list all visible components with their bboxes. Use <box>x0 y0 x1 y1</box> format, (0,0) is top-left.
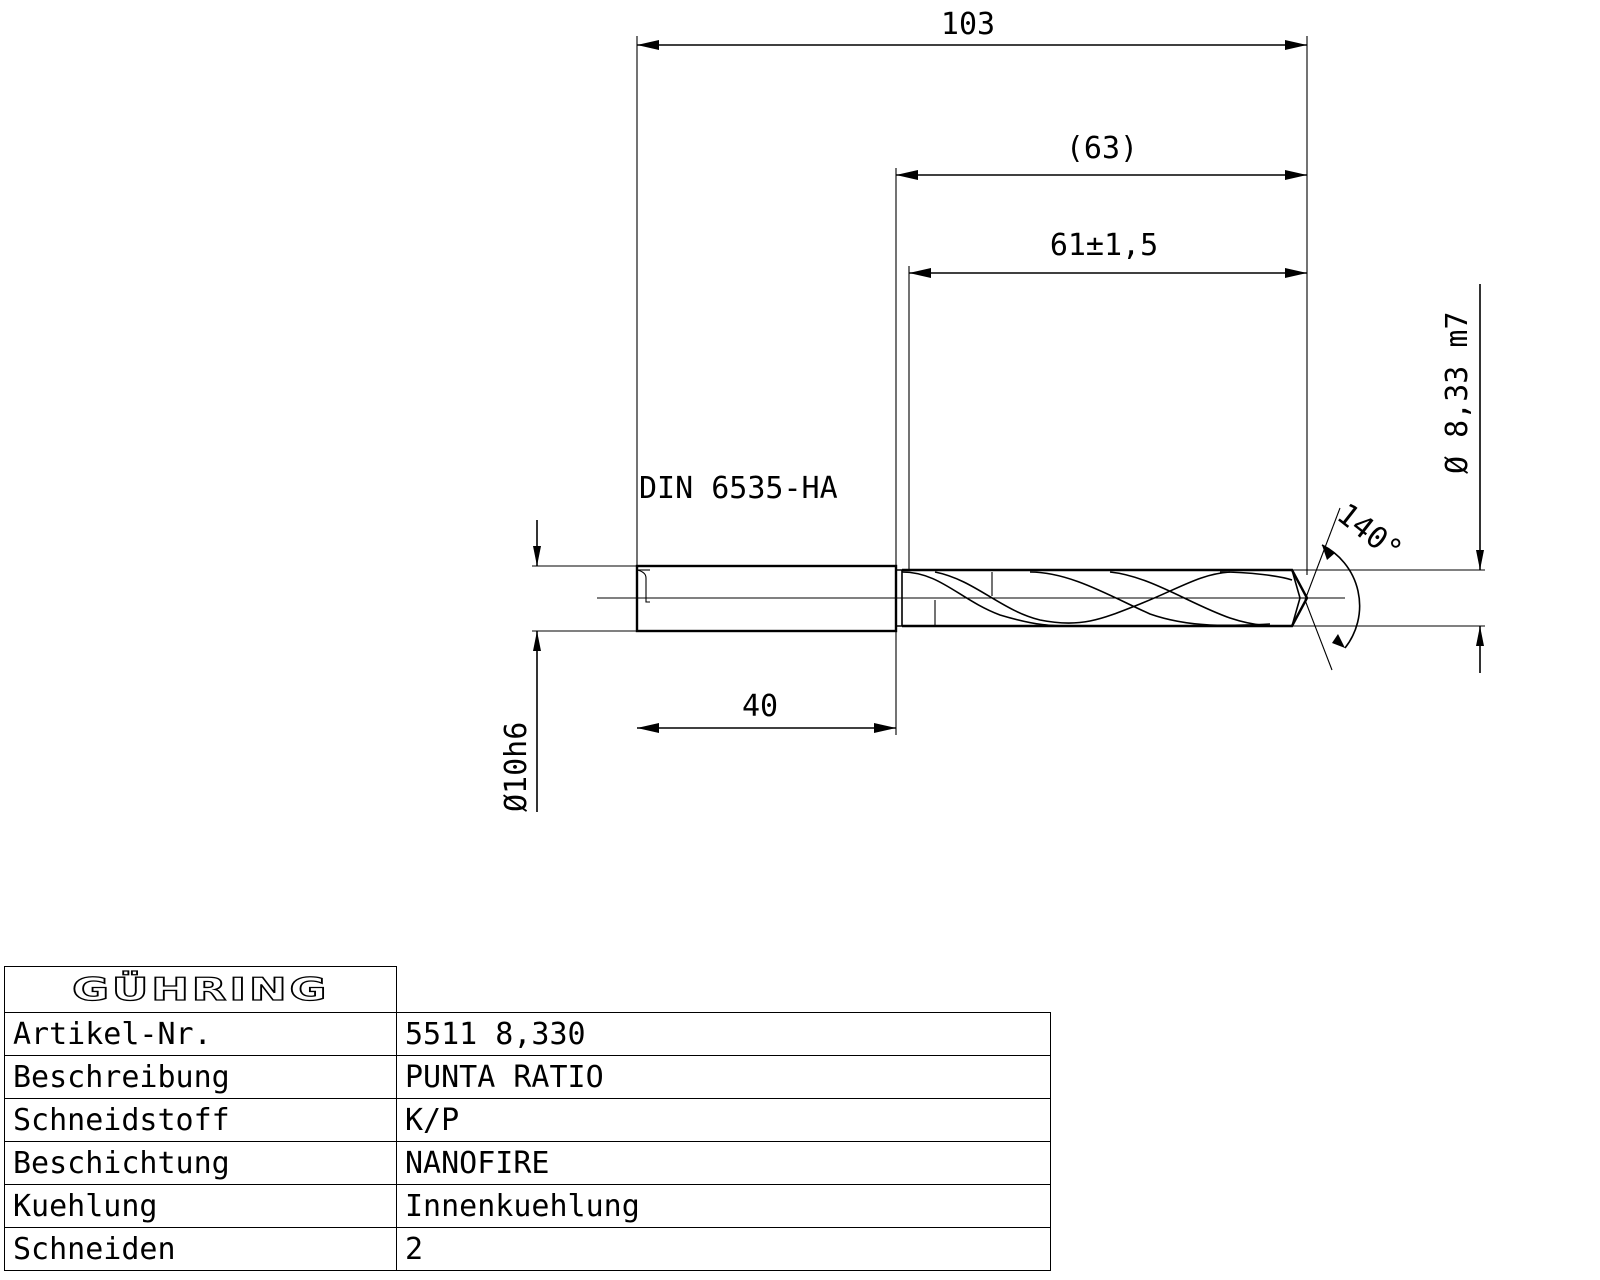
cutting-diameter-label: Ø 8,33 m7 <box>1440 311 1475 474</box>
cutting-length-label: 61±1,5 <box>1050 228 1158 263</box>
spec-table: GÜHRING Artikel-Nr. 5511 8,330 Beschreib… <box>4 966 1051 1271</box>
row-value: 2 <box>396 1227 1051 1271</box>
table-row: Beschreibung PUNTA RATIO <box>4 1055 1051 1099</box>
row-label: Schneidstoff <box>4 1098 397 1142</box>
row-value: NANOFIRE <box>396 1141 1051 1185</box>
overall-length-label: 103 <box>941 7 995 42</box>
blank-cell <box>396 966 1051 1013</box>
shank-standard-label: DIN 6535-HA <box>639 471 838 506</box>
logo-row: GÜHRING <box>4 966 1051 1013</box>
row-value: PUNTA RATIO <box>396 1055 1051 1099</box>
flute-length-label: (63) <box>1066 131 1138 166</box>
cutting-diameter-dimension: Ø 8,33 m7 <box>1292 284 1485 673</box>
guehring-logo: GÜHRING <box>71 971 330 1008</box>
shank-diameter-dimension: Ø10h6 <box>499 520 637 812</box>
point-angle-label: 140° <box>1330 497 1408 569</box>
drill-body <box>597 564 1345 633</box>
row-value: K/P <box>396 1098 1051 1142</box>
technical-drawing: 103 (63) 61±1,5 DIN 6535-HA Ø10h6 40 <box>499 7 1485 812</box>
row-label: Beschichtung <box>4 1141 397 1185</box>
table-row: Schneidstoff K/P <box>4 1098 1051 1142</box>
table-row: Kuehlung Innenkuehlung <box>4 1184 1051 1228</box>
table-row: Artikel-Nr. 5511 8,330 <box>4 1012 1051 1056</box>
row-label: Kuehlung <box>4 1184 397 1228</box>
table-row: Schneiden 2 <box>4 1227 1051 1271</box>
row-value: 5511 8,330 <box>396 1012 1051 1056</box>
row-label: Artikel-Nr. <box>4 1012 397 1056</box>
row-label: Beschreibung <box>4 1055 397 1099</box>
shank-diameter-label: Ø10h6 <box>499 722 534 812</box>
shank-length-label: 40 <box>742 689 778 724</box>
shank-length-dimension: 40 <box>637 570 897 735</box>
row-value: Innenkuehlung <box>396 1184 1051 1228</box>
cutting-length-dimension: 61±1,5 <box>908 228 1307 570</box>
row-label: Schneiden <box>4 1227 397 1271</box>
point-angle-dimension: 140° <box>1304 497 1409 671</box>
table-row: Beschichtung NANOFIRE <box>4 1141 1051 1185</box>
logo-cell: GÜHRING <box>4 966 397 1013</box>
drill-shank <box>635 564 898 633</box>
overall-length-dimension: 103 <box>636 7 1308 630</box>
flute-length-dimension: (63) <box>895 131 1307 570</box>
